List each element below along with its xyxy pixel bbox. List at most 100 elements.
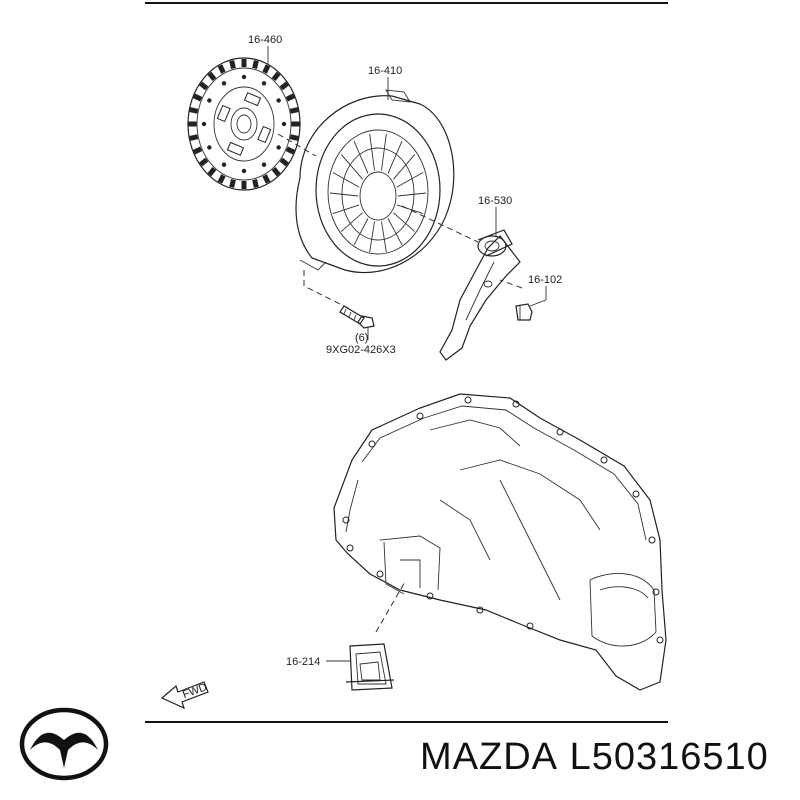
fork-bolt — [515, 303, 533, 321]
case-bolt — [464, 396, 472, 404]
case-bolt — [526, 622, 534, 630]
forward-arrow-icon: FWD — [160, 681, 209, 710]
diaphragm-finger — [393, 212, 416, 232]
case-bolt — [652, 588, 660, 596]
diaphragm-finger — [353, 218, 369, 246]
diaphragm-finger — [353, 140, 369, 174]
disc-slot — [279, 157, 289, 167]
disc-slot — [207, 71, 217, 81]
disc-slot — [188, 121, 197, 127]
disc-slot — [271, 167, 281, 177]
disc-slot — [241, 59, 247, 67]
disc-rivet — [261, 81, 267, 86]
case-bolt — [476, 606, 484, 614]
disc-rivet — [276, 98, 281, 103]
diaphragm-finger — [340, 154, 364, 180]
case-bolt — [368, 440, 376, 448]
diaphragm-finger — [392, 154, 416, 180]
diaphragm-finger — [387, 218, 403, 246]
part-number: L50316510 — [569, 736, 769, 778]
release-fork — [439, 235, 521, 361]
release-bearing — [477, 229, 513, 257]
disc-rivet — [281, 121, 287, 127]
disc-slot — [199, 157, 209, 167]
case-bolt — [512, 400, 520, 408]
diaphragm-finger — [387, 140, 403, 174]
disc-slot — [289, 134, 299, 141]
disc-rivet — [241, 168, 247, 174]
diaphragm-finger — [332, 204, 360, 214]
case-bolt — [346, 544, 354, 552]
case-bolt — [656, 636, 664, 644]
part-label-boot: 16-214 — [286, 656, 320, 668]
part-label-disc: 16-460 — [248, 34, 282, 46]
case-bolt — [416, 412, 424, 420]
footer-caption: MAZDA L50316510 — [420, 736, 792, 779]
brand-name: MAZDA — [420, 736, 558, 778]
disc-slot — [192, 93, 203, 102]
disc-rivet — [207, 145, 212, 150]
transmission-case — [333, 393, 667, 691]
case-bolt — [648, 536, 656, 544]
disc-slot — [252, 179, 259, 188]
case-bolt — [600, 456, 608, 464]
mazda-logo-icon — [19, 707, 109, 781]
dust-boot — [345, 643, 395, 691]
diaphragm-finger — [332, 172, 360, 188]
disc-slot — [262, 174, 271, 184]
disc-slot — [229, 179, 236, 188]
disc-rivet — [276, 145, 281, 150]
pressure-plate-bolt — [339, 305, 375, 340]
disc-slot — [229, 60, 236, 69]
disc-slot — [279, 81, 289, 91]
disc-slot — [207, 167, 217, 177]
case-bolt — [376, 570, 384, 578]
diaphragm-finger — [369, 133, 375, 171]
diaphragm-finger — [397, 192, 427, 197]
disc-slot — [262, 64, 271, 74]
disc-rivet — [241, 74, 247, 80]
diaphragm-finger — [396, 204, 424, 214]
disc-slot — [217, 64, 226, 74]
disc-slot — [189, 134, 199, 141]
disc-slot — [192, 146, 203, 155]
damper-spring — [216, 104, 231, 123]
pressure-plate — [295, 89, 455, 274]
part-label-cover: 16-410 — [368, 65, 402, 77]
disc-slot — [217, 174, 226, 184]
diaphragm-finger — [396, 172, 424, 188]
part-label-bolt-qty: (6) — [355, 332, 368, 344]
clutch-disc — [187, 57, 301, 191]
case-bolt — [342, 516, 350, 524]
disc-rivet — [221, 81, 227, 86]
diaphragm-finger — [369, 221, 375, 253]
disc-slot — [289, 107, 299, 114]
disc-slot — [271, 71, 281, 81]
diaphragm-finger — [329, 192, 359, 197]
damper-spring — [243, 92, 262, 107]
part-label-fork-bolt: 16-102 — [528, 274, 562, 286]
disc-slot — [241, 181, 247, 189]
diaphragm-finger — [340, 212, 363, 232]
disc-slot — [189, 107, 199, 114]
disc-slot — [291, 121, 300, 127]
part-label-bolt-code: 9XG02-426X3 — [326, 344, 396, 356]
diaphragm-finger — [381, 133, 387, 171]
disc-rivet — [221, 162, 227, 167]
disc-rivet — [201, 121, 207, 127]
part-label-bearing: 16-530 — [478, 195, 512, 207]
disc-slot — [285, 146, 296, 155]
damper-spring — [257, 125, 272, 144]
disc-slot — [252, 60, 259, 69]
disc-rivet — [207, 98, 212, 103]
fwd-arrow-label: FWD — [181, 681, 209, 701]
damper-spring — [226, 141, 245, 156]
diaphragm-finger — [381, 221, 387, 253]
disc-rivet — [261, 162, 267, 167]
disc-slot — [199, 81, 209, 91]
case-bolt — [556, 428, 564, 436]
disc-slot — [285, 93, 296, 102]
case-bolt — [632, 490, 640, 498]
case-bolt — [426, 592, 434, 600]
